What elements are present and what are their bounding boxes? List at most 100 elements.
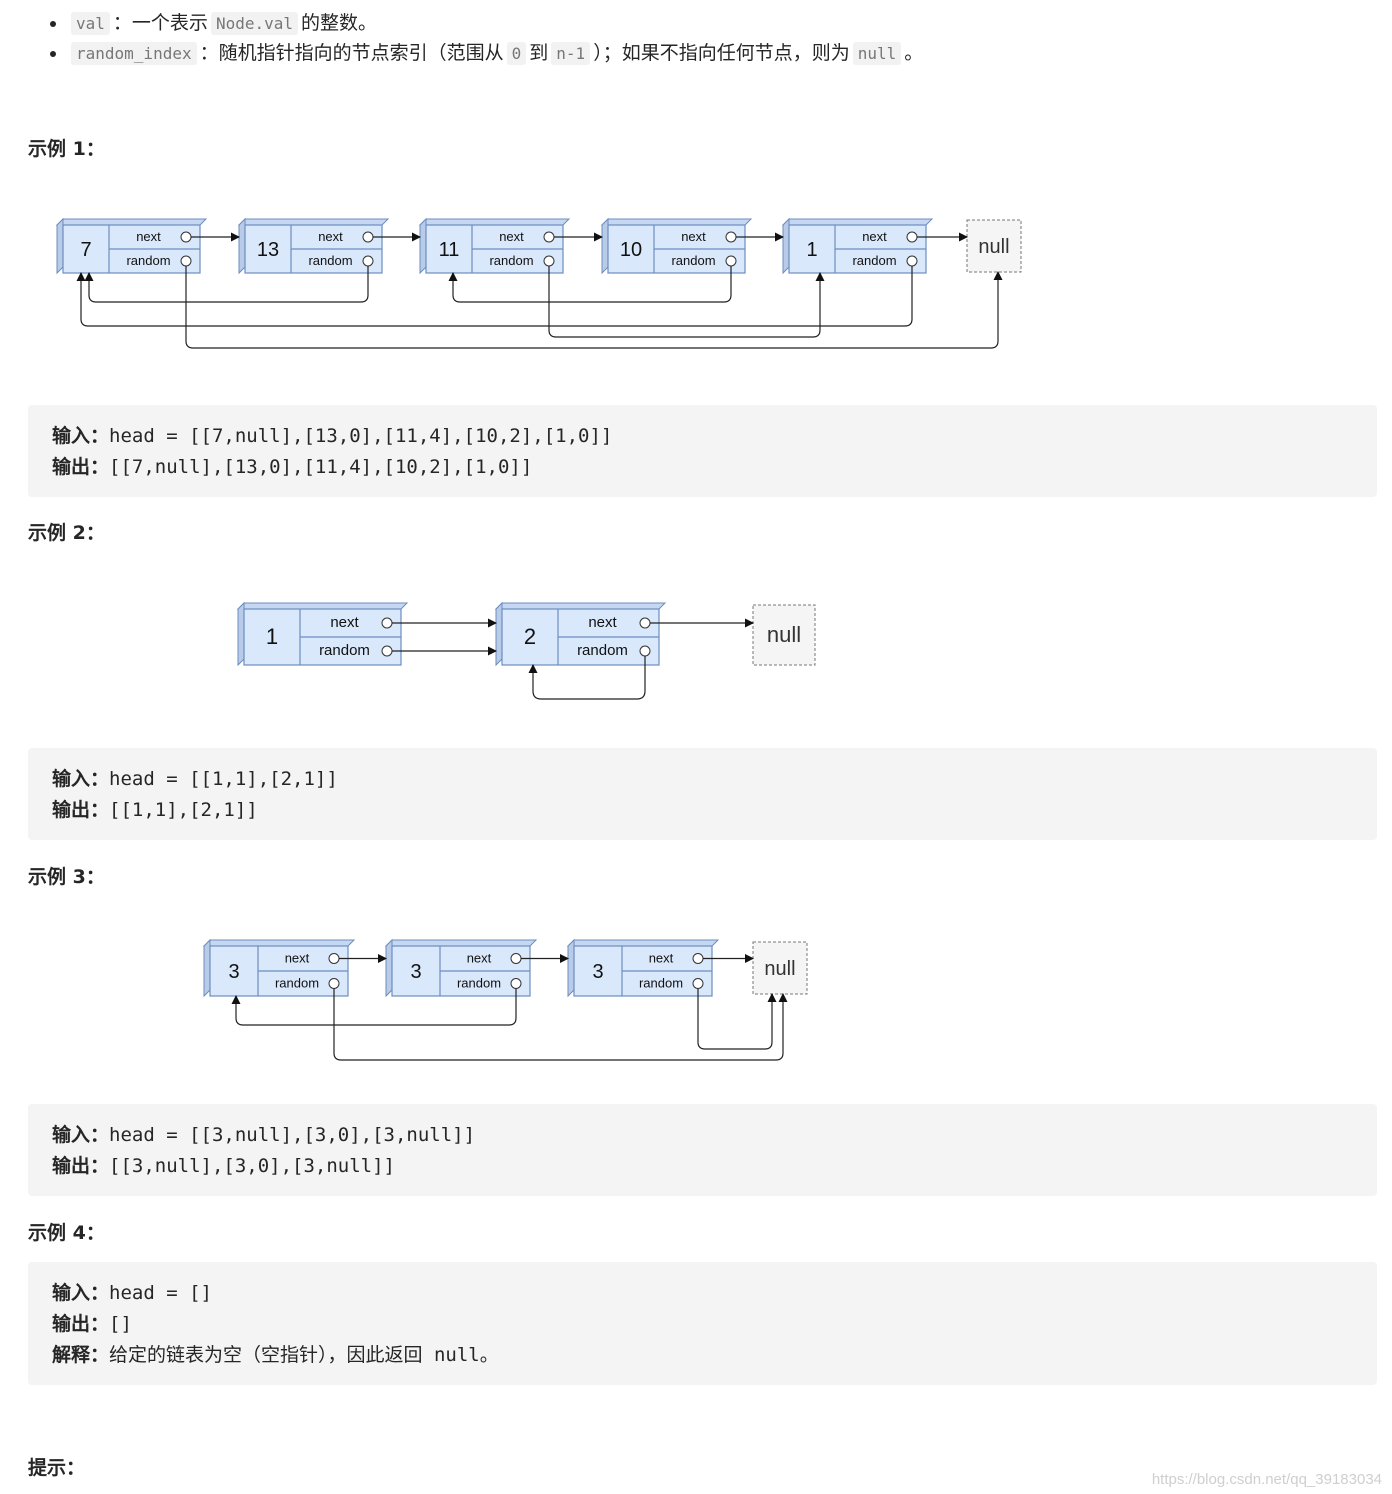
inline-code: Node.val (210, 12, 298, 35)
random-port (180, 255, 192, 267)
next-port (692, 953, 704, 964)
node-value: 10 (620, 239, 642, 261)
inline-code: val (71, 12, 110, 35)
random-port (381, 645, 393, 657)
node-random-label: random (852, 253, 896, 268)
random-port (510, 978, 522, 989)
random-port (906, 255, 918, 267)
node-value: 1 (806, 239, 817, 261)
random-port (639, 645, 651, 657)
node-next-label: next (649, 951, 674, 966)
node-value: 3 (592, 961, 603, 983)
inline-code: random_index (71, 42, 197, 65)
node-random-label: random (319, 642, 370, 659)
null-node (966, 219, 1022, 273)
tips-heading: 提示： (28, 1457, 86, 1479)
node-value: 13 (257, 239, 279, 261)
node-side-face (238, 217, 246, 275)
random-arrow (697, 988, 777, 1050)
null-node (752, 604, 816, 666)
inline-code: 0 (506, 42, 527, 65)
node-next-label: next (318, 229, 343, 244)
next-port (180, 231, 192, 243)
node-random-label: random (275, 976, 319, 991)
next-port (328, 953, 340, 964)
node-next-label: next (285, 951, 310, 966)
next-port (906, 231, 918, 243)
node-top-face (418, 218, 571, 226)
node-value: 3 (410, 961, 421, 983)
node-top-face (494, 602, 667, 610)
node-random-label: random (639, 976, 683, 991)
null-label: null (978, 236, 1009, 258)
random-arrow (548, 266, 825, 338)
node-side-face (203, 938, 211, 998)
node-top-face (781, 218, 934, 226)
null-label: null (764, 958, 795, 980)
node-top-face (202, 939, 356, 947)
node-random-label: random (457, 976, 501, 991)
next-port (543, 231, 555, 243)
node-side-face (419, 217, 427, 275)
random-port (692, 978, 704, 989)
random-port (725, 255, 737, 267)
watermark: https://blog.csdn.net/qq_39183034 (1151, 1471, 1382, 1488)
node-random-label: random (671, 253, 715, 268)
example-4-heading: 示例 4： (28, 1222, 105, 1244)
node-top-face (384, 939, 538, 947)
inline-code: null (852, 42, 902, 65)
random-arrow (448, 266, 732, 303)
node-random-label: random (489, 253, 533, 268)
random-arrow (528, 656, 646, 700)
node-side-face (601, 217, 609, 275)
random-port (362, 255, 374, 267)
random-arrow (333, 988, 788, 1061)
node-side-face (567, 938, 575, 998)
example-4-code: 输入：head = [] 输出：[] 解释：给定的链表为空（空指针），因此返回 … (28, 1262, 1377, 1385)
next-port (362, 231, 374, 243)
null-node (752, 941, 808, 995)
node-next-label: next (467, 951, 492, 966)
node-side-face (385, 938, 393, 998)
example-1-code: 输入：head = [[7,null],[13,0],[11,4],[10,2]… (28, 405, 1377, 497)
random-arrow (76, 266, 913, 327)
example-3-code: 输入：head = [[3,null],[3,0],[3,null]] 输出：[… (28, 1104, 1377, 1196)
next-port (381, 617, 393, 629)
random-port (328, 978, 340, 989)
node-top-face (566, 939, 720, 947)
node-next-label: next (862, 229, 887, 244)
example-2-code: 输入：head = [[1,1],[2,1]] 输出：[[1,1],[2,1]] (28, 748, 1377, 840)
node-top-face (236, 602, 409, 610)
node-side-face (237, 601, 245, 667)
random-arrow (231, 988, 517, 1026)
example-3-diagram: 3 next random 3 next random 3 next random null (202, 938, 808, 1061)
node-top-face (600, 218, 753, 226)
null-label: null (767, 622, 801, 647)
node-value: 11 (439, 239, 460, 261)
node-side-face (495, 601, 503, 667)
next-port (639, 617, 651, 629)
inline-code: n-1 (551, 42, 591, 65)
node-value: 2 (524, 624, 536, 649)
node-value: 1 (266, 624, 278, 649)
random-arrow (185, 266, 1003, 349)
node-side-face (782, 217, 790, 275)
example-1-diagram: 7 next random 13 next random 11 next random 10 nex… (55, 217, 1022, 349)
node-value: 7 (80, 239, 91, 261)
node-next-label: next (499, 229, 524, 244)
next-port (510, 953, 522, 964)
node-value: 3 (228, 961, 239, 983)
next-port (725, 231, 737, 243)
node-random-label: random (308, 253, 352, 268)
random-port (543, 255, 555, 267)
node-next-label: next (681, 229, 706, 244)
example-1-heading: 示例 1： (28, 138, 105, 160)
node-random-label: random (126, 253, 170, 268)
node-random-label: random (577, 642, 628, 659)
node-top-face (237, 218, 390, 226)
example-3-heading: 示例 3： (28, 866, 105, 888)
node-top-face (55, 218, 208, 226)
